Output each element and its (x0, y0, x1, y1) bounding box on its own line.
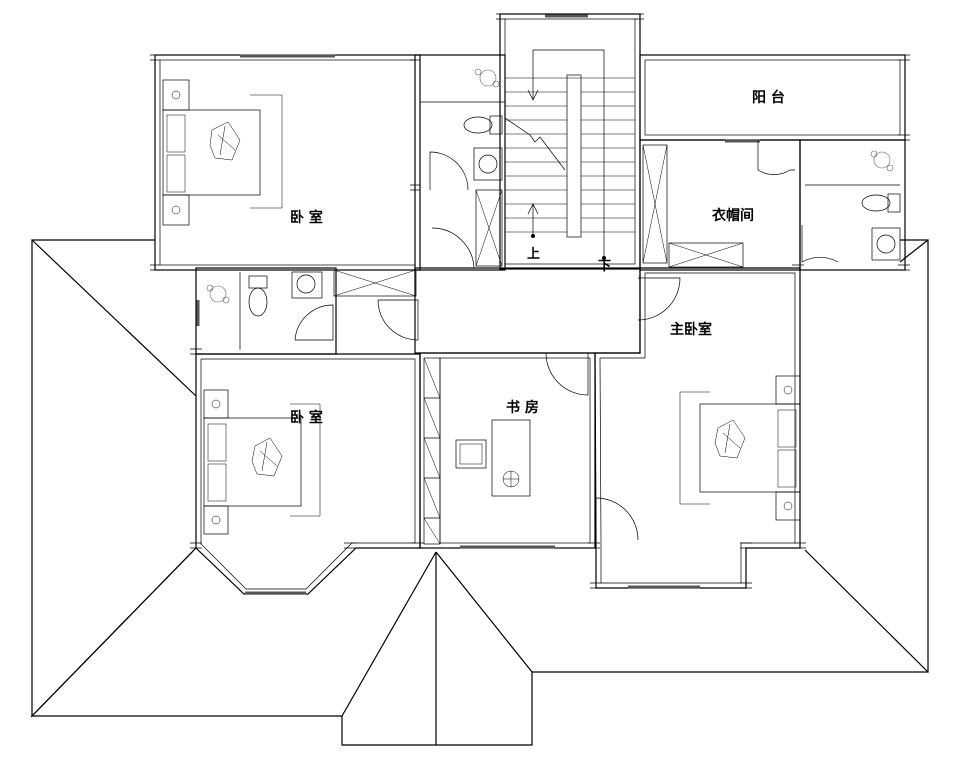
shower-icon-left (206, 284, 230, 304)
toilet-icon-right (861, 193, 901, 213)
room-label-bedroom-left: 卧 室 (290, 409, 323, 426)
room-label-master-bedroom: 主卧室 (670, 321, 712, 338)
doors (294, 140, 839, 541)
staircase (504, 49, 635, 260)
bed-top (162, 79, 283, 226)
sink-icon-top (473, 147, 503, 181)
sink-icon-left (291, 271, 323, 299)
closet-cabinets (333, 144, 744, 545)
roof-outline (30, 239, 929, 746)
walls (150, 13, 910, 595)
bed-lower-left (203, 389, 321, 535)
windows (196, 14, 760, 595)
study-desk (455, 419, 531, 497)
stairs-up-label: 上 (527, 247, 540, 262)
room-label-closet: 衣帽间 (712, 207, 754, 224)
sink-icon-right (871, 227, 901, 261)
toilet-icon-top (463, 115, 503, 135)
bath-fixtures (206, 68, 901, 317)
shower-icon-right (870, 150, 894, 172)
room-label-study: 书 房 (506, 399, 539, 416)
bed-master (679, 375, 801, 521)
toilet-icon-left (248, 275, 268, 317)
room-label-bedroom-top: 卧 室 (290, 209, 323, 226)
shower-icon-top (474, 68, 500, 88)
stairs-down-label: 下 (598, 259, 611, 274)
room-label-balcony: 阳 台 (752, 89, 785, 106)
